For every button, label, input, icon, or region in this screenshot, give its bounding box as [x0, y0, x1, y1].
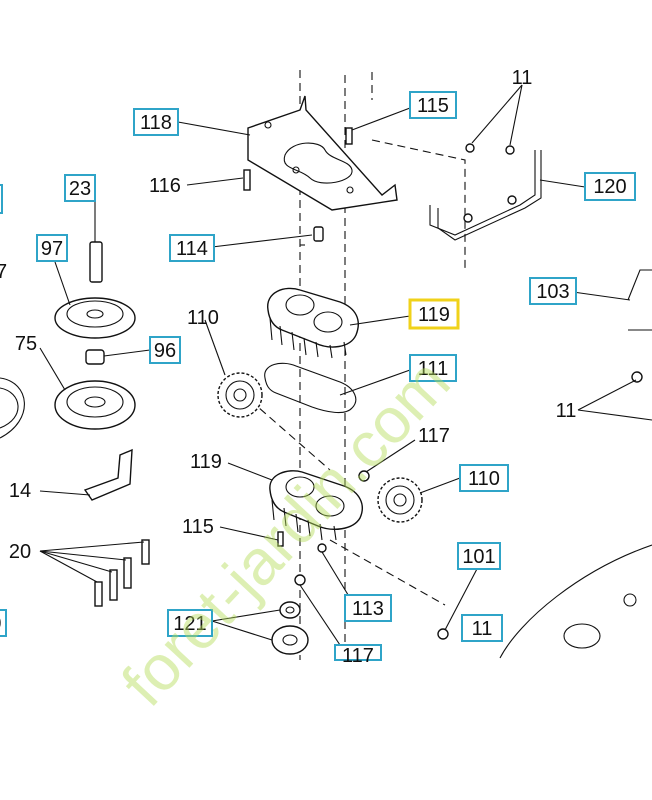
label-119-lower: 119: [190, 451, 222, 473]
label-7-partial: 7: [0, 261, 7, 283]
left-spur-gear: [217, 372, 263, 418]
right-spur-gear: [377, 477, 423, 523]
label-118: 118: [140, 112, 172, 134]
label-115-lower: 115: [182, 516, 214, 538]
bracket: [83, 448, 133, 501]
label-116: 116: [149, 175, 181, 197]
label-119-highlighted: 119: [418, 304, 450, 326]
label-101: 101: [462, 546, 495, 568]
label-111: 111: [418, 358, 448, 380]
label-11-bottom: 11: [472, 618, 493, 640]
washer-and-bearing: [271, 601, 309, 655]
bolt-set: [94, 539, 150, 607]
label-14: 14: [9, 480, 31, 502]
part-labels: 118 115 120 23 97 114 103 119 96 111 110…: [0, 67, 636, 667]
pulley-stack: [0, 241, 136, 439]
label-110-left: 110: [187, 307, 219, 329]
watermark: foret-jardin.com: [108, 345, 464, 719]
mounting-plate: [247, 95, 398, 211]
rod-assembly: [429, 143, 542, 241]
gasket: [264, 362, 357, 414]
label-110-right: 110: [468, 468, 500, 490]
label-121: 121: [173, 613, 206, 635]
label-97: 97: [41, 238, 63, 260]
label-75: 75: [15, 333, 37, 355]
leader-lines: [39, 84, 652, 646]
label-115-top: 115: [417, 95, 449, 117]
label-103: 103: [536, 281, 569, 303]
label-20: 20: [9, 541, 31, 563]
label-113: 113: [352, 598, 384, 620]
label-9-partial: 9: [0, 613, 2, 635]
side-frame: [499, 269, 652, 659]
label-11-top: 11: [512, 67, 533, 89]
label-117-bottom: 117: [342, 645, 374, 667]
upper-gear-housing: [267, 287, 359, 359]
lower-gear-housing: [269, 470, 363, 541]
label-11-right: 11: [556, 400, 577, 422]
label-23: 23: [69, 178, 91, 200]
label-114: 114: [176, 238, 208, 260]
label-117-mid: 117: [418, 425, 450, 447]
label-96: 96: [154, 340, 176, 362]
label-120: 120: [593, 176, 626, 198]
